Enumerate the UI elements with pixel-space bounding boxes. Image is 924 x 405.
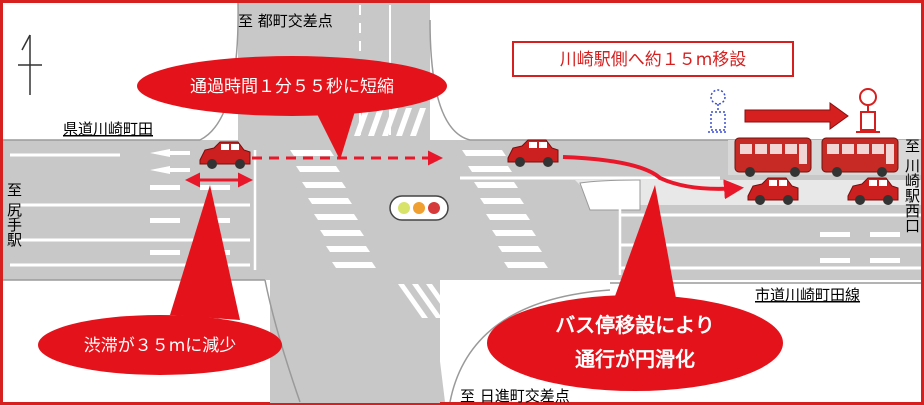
- label-road-city: 市道川崎町田線: [755, 286, 860, 304]
- callout-transit-time-text: 通過時間１分５５秒に短縮: [190, 77, 394, 97]
- north-arrow-icon: [18, 34, 42, 95]
- car-west: [199, 141, 251, 169]
- crosswalk-west: [290, 150, 376, 268]
- smooth-flow-arrow: [562, 155, 744, 200]
- road-network: [3, 2, 921, 403]
- lane-markings: [10, 5, 921, 275]
- bus-2: [821, 137, 899, 177]
- label-to-west: 至 尻手駅: [5, 182, 23, 247]
- callout-congestion-text: 渋滞が３５mに減少: [84, 336, 237, 356]
- relocation-arrow-icon: [744, 102, 849, 130]
- car-center: [507, 139, 559, 167]
- car-east-1: [747, 177, 799, 205]
- crosswalk-south: [398, 284, 484, 318]
- callout-bus-stop: [487, 185, 783, 391]
- bus-1: [734, 137, 812, 177]
- bus-stop-new-icon: [856, 88, 880, 133]
- crosswalk-east: [462, 150, 548, 268]
- relocation-box: [512, 41, 794, 77]
- callout-transit-time: [137, 56, 447, 160]
- crosswalks: [150, 108, 548, 318]
- bus-stop-old-icon: [708, 89, 728, 133]
- label-to-north: 至 都町交差点: [238, 12, 333, 30]
- traffic-signal-icon: [389, 195, 449, 221]
- label-road-prefectural: 県道川崎町田: [63, 120, 153, 138]
- label-to-east: 至 川崎駅西口: [903, 138, 921, 233]
- callout-congestion: [38, 185, 282, 375]
- lane-arrow-icon: [150, 149, 190, 157]
- car-east-2: [847, 177, 899, 205]
- crosswalk-north: [354, 108, 426, 136]
- label-to-south: 至 日進町交差点: [460, 387, 570, 405]
- callout-bus-stop-line1: バス停移設により: [555, 313, 715, 337]
- relocation-text: 川崎駅側へ約１５m移設: [560, 50, 747, 70]
- callout-bus-stop-line2: 通行が円滑化: [575, 347, 695, 371]
